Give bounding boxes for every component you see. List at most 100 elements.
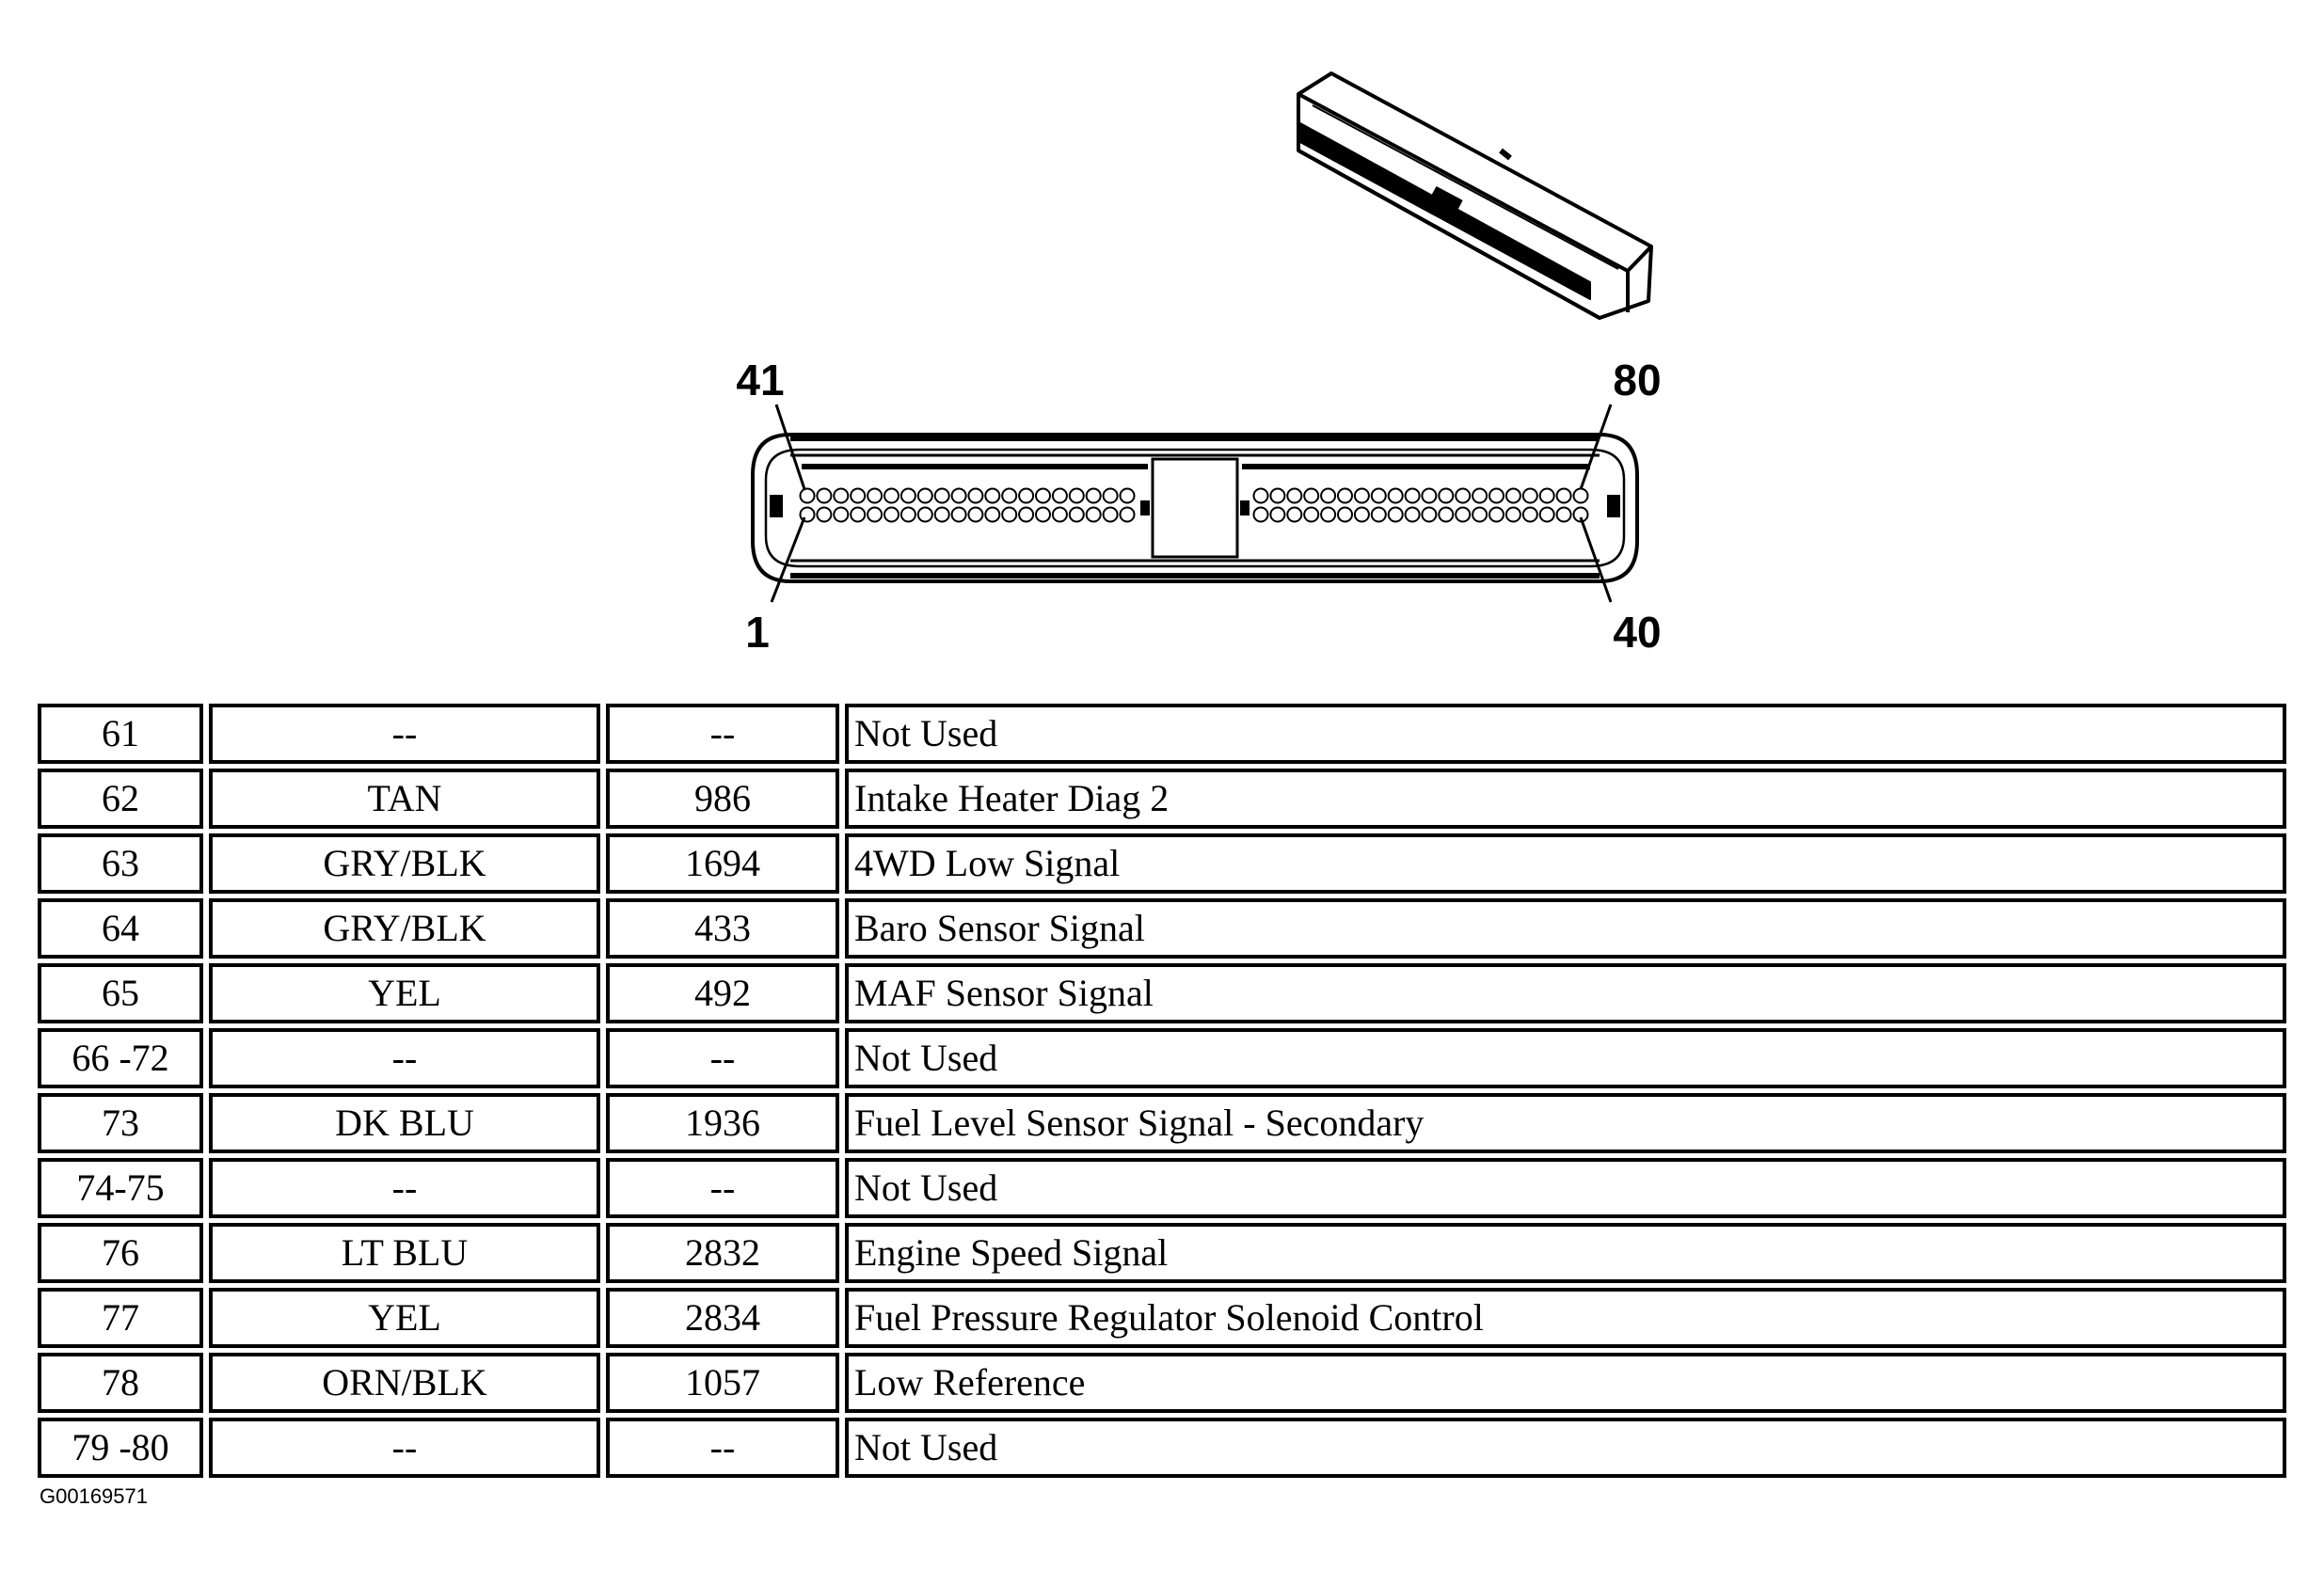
- cell-color-text: DK BLU: [335, 1102, 474, 1144]
- table-cell-color: [209, 963, 600, 1023]
- table-cell-function: [845, 1158, 2286, 1218]
- table-cell-color: [209, 833, 600, 894]
- pin-label-80: 80: [1613, 356, 1661, 404]
- cell-pin-text: 62: [102, 777, 139, 819]
- connector-pin: [1538, 487, 1555, 504]
- table-cell-color: [209, 1353, 600, 1413]
- table-cell-function: [845, 1418, 2286, 1478]
- cell-function-text: Not Used: [854, 1426, 997, 1468]
- table-cell-color: [209, 769, 600, 829]
- connector-pin: [1521, 487, 1538, 504]
- table-cell-pin: [38, 1028, 203, 1088]
- cell-circuit-text: 1936: [685, 1102, 760, 1144]
- connector-pin: [1370, 506, 1387, 523]
- table-cell-circuit: [606, 769, 839, 829]
- connector-pin: [1387, 506, 1404, 523]
- connector-pin: [1370, 487, 1387, 504]
- connector-pin: [1286, 506, 1303, 523]
- connector-pin: [1068, 487, 1085, 504]
- connector-pin: [1035, 506, 1051, 523]
- connector-pin: [1068, 506, 1085, 523]
- pin-label-41: 41: [736, 356, 784, 404]
- connector-pin: [1035, 487, 1051, 504]
- connector-pin: [1472, 487, 1488, 504]
- cell-function-text: Not Used: [854, 1037, 997, 1079]
- connector-pin: [867, 506, 883, 523]
- connector-pin: [1320, 506, 1337, 523]
- connector-pin: [967, 506, 984, 523]
- pin-label-1: 1: [745, 608, 770, 657]
- connector-pin: [1320, 487, 1337, 504]
- cell-pin-text: 61: [102, 712, 139, 754]
- connector-pin: [1119, 487, 1136, 504]
- cell-function-text: MAF Sensor Signal: [854, 972, 1154, 1014]
- table-cell-circuit: [606, 963, 839, 1023]
- connector-pin: [1455, 506, 1472, 523]
- cell-color-text: --: [392, 1037, 418, 1079]
- table-cell-circuit: [606, 1418, 839, 1478]
- connector-pin: [1001, 506, 1018, 523]
- table-cell-circuit: [606, 704, 839, 764]
- cell-pin-text: 74-75: [76, 1166, 164, 1209]
- connector-pin: [1303, 487, 1320, 504]
- connector-pin: [1421, 506, 1438, 523]
- connector-pin: [799, 487, 816, 504]
- cell-pin-text: 79 -80: [72, 1426, 168, 1468]
- connector-pin: [1421, 487, 1438, 504]
- connector-pin: [867, 487, 883, 504]
- connector-pin: [1085, 487, 1102, 504]
- cell-circuit-text: --: [710, 1037, 736, 1079]
- cell-color-text: YEL: [368, 1296, 441, 1339]
- cell-pin-text: 76: [102, 1231, 139, 1274]
- cell-function-text: Not Used: [854, 712, 997, 754]
- connector-pin: [1286, 487, 1303, 504]
- connector-pin: [933, 487, 950, 504]
- connector-pin: [1438, 506, 1455, 523]
- connector-pin: [1269, 506, 1286, 523]
- connector-pin: [916, 506, 933, 523]
- cell-circuit-text: 492: [694, 972, 751, 1014]
- connector-pin: [1555, 506, 1572, 523]
- connector-pin: [1119, 506, 1136, 523]
- connector-pin: [1572, 506, 1589, 523]
- connector-pin: [899, 487, 916, 504]
- table-cell-pin: [38, 1353, 203, 1413]
- cell-pin-text: 63: [102, 842, 139, 884]
- table-cell-circuit: [606, 1353, 839, 1413]
- connector-pin: [1269, 487, 1286, 504]
- cell-function-text: Intake Heater Diag 2: [854, 777, 1169, 819]
- cell-color-text: TAN: [367, 777, 441, 819]
- cell-color-text: --: [392, 1426, 418, 1468]
- table-cell-color: [209, 1223, 600, 1283]
- cell-circuit-text: 1057: [685, 1361, 760, 1403]
- connector-pin: [1538, 506, 1555, 523]
- table-cell-color: [209, 898, 600, 959]
- cell-function-text: 4WD Low Signal: [854, 842, 1120, 884]
- table-cell-circuit: [606, 1223, 839, 1283]
- connector-pin: [1051, 487, 1068, 504]
- cell-color-text: LT BLU: [342, 1231, 469, 1274]
- connector-pin: [1018, 506, 1035, 523]
- connector-pin: [950, 506, 967, 523]
- table-cell-circuit: [606, 1028, 839, 1088]
- table-cell-circuit: [606, 1288, 839, 1348]
- cell-color-text: GRY/BLK: [323, 842, 485, 884]
- table-cell-function: [845, 1093, 2286, 1153]
- connector-pin: [850, 487, 867, 504]
- table-cell-pin: [38, 898, 203, 959]
- connector-pin: [1488, 487, 1504, 504]
- cell-color-text: YEL: [368, 972, 441, 1014]
- connector-pin: [1001, 487, 1018, 504]
- table-cell-color: [209, 1028, 600, 1088]
- connector-pin: [1353, 487, 1370, 504]
- connector-pin: [1085, 506, 1102, 523]
- cell-function-text: Fuel Pressure Regulator Solenoid Control: [854, 1296, 1484, 1339]
- table-cell-function: [845, 1353, 2286, 1413]
- connector-pin: [833, 506, 850, 523]
- table-row: 79 -80 -- -- Not Used: [38, 1418, 2286, 1478]
- cell-circuit-text: --: [710, 1426, 736, 1468]
